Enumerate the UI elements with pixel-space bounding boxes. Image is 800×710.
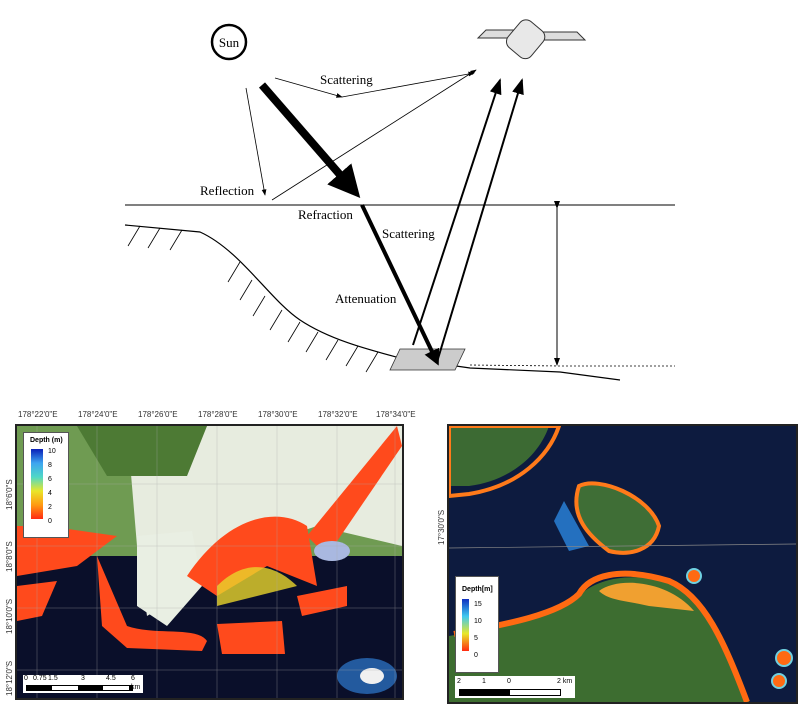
map-imagery xyxy=(17,426,402,698)
scale-label: 3 xyxy=(81,675,85,682)
remote-sensing-diagram: Sun Scattering Reflection Refraction Sca… xyxy=(124,19,675,381)
scale-label: 2 km xyxy=(557,678,573,685)
legend-value: 15 xyxy=(474,601,482,608)
svg-text:Sun: Sun xyxy=(219,35,240,50)
x-tick: 178°30'0"E xyxy=(258,410,298,419)
bathymetry-map-left: Depth (m) 10 8 6 4 2 0 0 0.75 1.5 3 4.5 … xyxy=(15,424,404,700)
y-tick: 18°6'0"S xyxy=(5,479,14,510)
x-tick: 178°28'0"E xyxy=(198,410,238,419)
legend-value: 4 xyxy=(48,490,52,497)
scale-label: 1 xyxy=(482,678,486,685)
scale-label: 0.75 xyxy=(33,675,47,682)
label-refraction: Refraction xyxy=(298,207,353,222)
depth-legend: Depth (m) 10 8 6 4 2 0 xyxy=(23,432,69,538)
bathymetry-map-right: Depth[m] 15 10 5 0 2 1 0 2 km xyxy=(447,424,798,704)
y-tick: 18°10'0"S xyxy=(5,598,14,634)
scale-label: 6 xyxy=(131,675,135,682)
y-tick: 18°12'0"S xyxy=(5,660,14,696)
label-scattering-water: Scattering xyxy=(382,226,435,241)
legend-value: 2 xyxy=(48,504,52,511)
label-attenuation: Attenuation xyxy=(335,291,397,306)
scale-label: 1.5 xyxy=(48,675,58,682)
scale-unit: km xyxy=(131,684,141,691)
scale-bar: 2 1 0 2 km xyxy=(455,676,575,698)
legend-title: Depth[m] xyxy=(462,586,493,593)
legend-value: 8 xyxy=(48,462,52,469)
y-tick: 17°30'0"S xyxy=(437,509,446,545)
legend-value: 10 xyxy=(48,448,56,455)
depth-legend: Depth[m] 15 10 5 0 xyxy=(455,576,499,673)
x-tick: 178°34'0"E xyxy=(376,410,416,419)
scale-bar: 0 0.75 1.5 3 4.5 6 km xyxy=(23,675,143,693)
sun-icon: Sun xyxy=(210,23,248,61)
seafloor-profile xyxy=(124,224,675,381)
legend-title: Depth (m) xyxy=(30,437,63,444)
x-tick: 178°32'0"E xyxy=(318,410,358,419)
y-tick: 18°8'0"S xyxy=(5,541,14,572)
scale-label: 2 xyxy=(457,678,461,685)
scale-label: 0 xyxy=(507,678,511,685)
legend-value: 0 xyxy=(48,518,52,525)
bottom-plate xyxy=(389,348,466,371)
legend-color-ramp xyxy=(31,449,43,519)
legend-value: 10 xyxy=(474,618,482,625)
legend-value: 0 xyxy=(474,652,478,659)
scale-label: 0 xyxy=(24,675,28,682)
x-tick: 178°26'0"E xyxy=(138,410,178,419)
label-reflection: Reflection xyxy=(200,183,255,198)
satellite-icon xyxy=(476,19,587,60)
x-tick: 178°22'0"E xyxy=(18,410,58,419)
legend-value: 6 xyxy=(48,476,52,483)
label-scattering-air: Scattering xyxy=(320,72,373,87)
legend-value: 5 xyxy=(474,635,478,642)
legend-color-ramp xyxy=(462,599,469,651)
light-paths xyxy=(245,69,524,366)
scale-label: 4.5 xyxy=(106,675,116,682)
x-tick: 178°24'0"E xyxy=(78,410,118,419)
map-imagery xyxy=(449,426,796,702)
